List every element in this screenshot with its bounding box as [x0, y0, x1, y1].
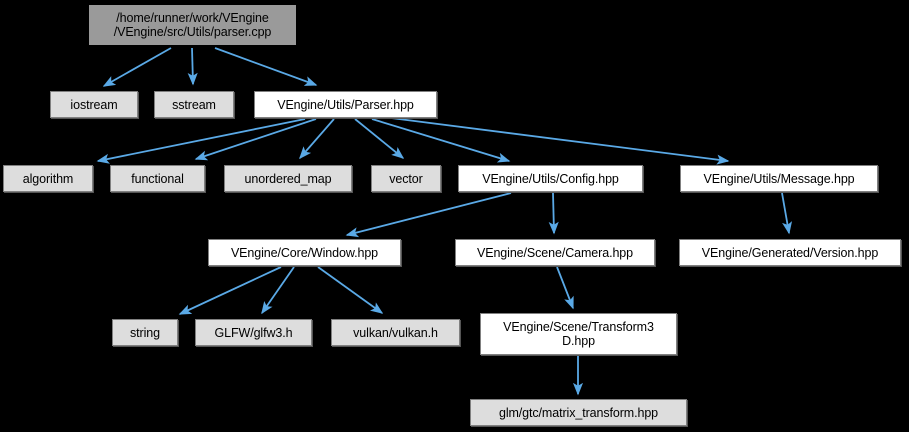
- graph-edge-parser_cpp-to-iostream: [102, 47, 172, 87]
- graph-node-parser_hpp[interactable]: VEngine/Utils/Parser.hpp: [254, 91, 437, 118]
- graph-edge-config_hpp-to-window_hpp: [345, 192, 512, 238]
- graph-node-sstream[interactable]: sstream: [154, 91, 234, 118]
- graph-node-functional[interactable]: functional: [110, 165, 205, 192]
- graph-edge-parser_cpp-to-sstream: [187, 47, 198, 86]
- graph-node-glfw3_h[interactable]: GLFW/glfw3.h: [195, 319, 312, 346]
- graph-node-matrix_transform[interactable]: glm/gtc/matrix_transform.hpp: [470, 399, 687, 426]
- graph-edge-window_hpp-to-glfw3_h: [261, 266, 295, 315]
- graph-node-version_hpp[interactable]: VEngine/Generated/Version.hpp: [679, 239, 901, 266]
- graph-edge-parser_hpp-to-vector: [354, 118, 405, 159]
- graph-node-window_hpp[interactable]: VEngine/Core/Window.hpp: [208, 239, 401, 266]
- graph-node-unordered_map[interactable]: unordered_map: [224, 165, 352, 192]
- graph-edge-parser_hpp-to-unordered_map: [299, 118, 335, 160]
- graph-edge-window_hpp-to-string: [178, 266, 282, 315]
- graph-node-algorithm[interactable]: algorithm: [3, 165, 93, 192]
- graph-node-message_hpp[interactable]: VEngine/Utils/Message.hpp: [680, 165, 878, 192]
- graph-edge-parser_cpp-to-parser_hpp: [214, 47, 318, 86]
- graph-edge-parser_hpp-to-functional: [194, 118, 317, 161]
- graph-edge-parser_hpp-to-config_hpp: [371, 118, 511, 163]
- graph-edge-message_hpp-to-version_hpp: [781, 192, 793, 235]
- graph-node-camera_hpp[interactable]: VEngine/Scene/Camera.hpp: [455, 239, 655, 266]
- graph-node-iostream[interactable]: iostream: [50, 91, 138, 118]
- graph-node-transform3d_hpp[interactable]: VEngine/Scene/Transform3 D.hpp: [480, 313, 677, 355]
- graph-node-vector[interactable]: vector: [371, 165, 441, 192]
- graph-edge-parser_hpp-to-algorithm: [96, 118, 306, 164]
- graph-edge-window_hpp-to-vulkan_h: [317, 266, 384, 314]
- graph-node-config_hpp[interactable]: VEngine/Utils/Config.hpp: [458, 165, 643, 192]
- graph-node-vulkan_h[interactable]: vulkan/vulkan.h: [331, 319, 460, 346]
- graph-edge-camera_hpp-to-transform3d_hpp: [556, 266, 574, 310]
- graph-edge-parser_hpp-to-message_hpp: [390, 117, 730, 165]
- graph-node-parser_cpp[interactable]: /home/runner/work/VEngine /VEngine/src/U…: [88, 4, 297, 46]
- graph-edge-config_hpp-to-camera_hpp: [548, 192, 559, 235]
- graph-node-string[interactable]: string: [112, 319, 178, 346]
